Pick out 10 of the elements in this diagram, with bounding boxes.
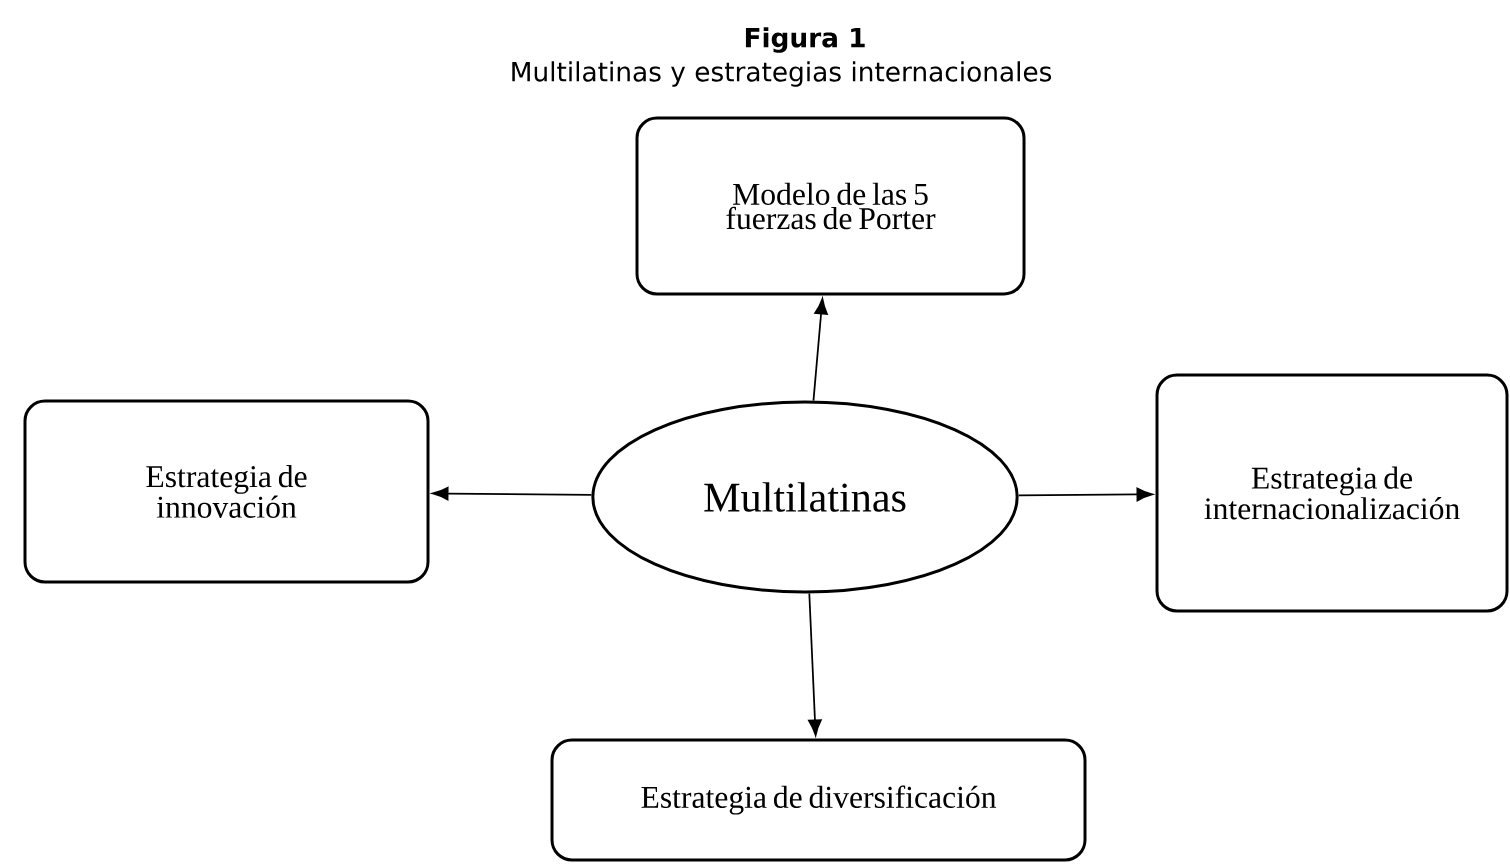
process-box: Estrategia de innovación <box>23 399 430 584</box>
arrow <box>812 298 828 402</box>
arrow <box>432 486 593 501</box>
arrow <box>1017 487 1153 502</box>
process-box: Modelo de las 5 fuerzas de Porter <box>635 116 1026 296</box>
arrow <box>808 592 822 736</box>
process-box: Estrategia de diversificación <box>550 738 1087 862</box>
figure-caption: Multilatinas y estrategias internacionales <box>512 61 1052 87</box>
process-box: Estrategia de internacionalización <box>1155 373 1509 613</box>
figure-title: Figura 1 <box>745 27 865 53</box>
